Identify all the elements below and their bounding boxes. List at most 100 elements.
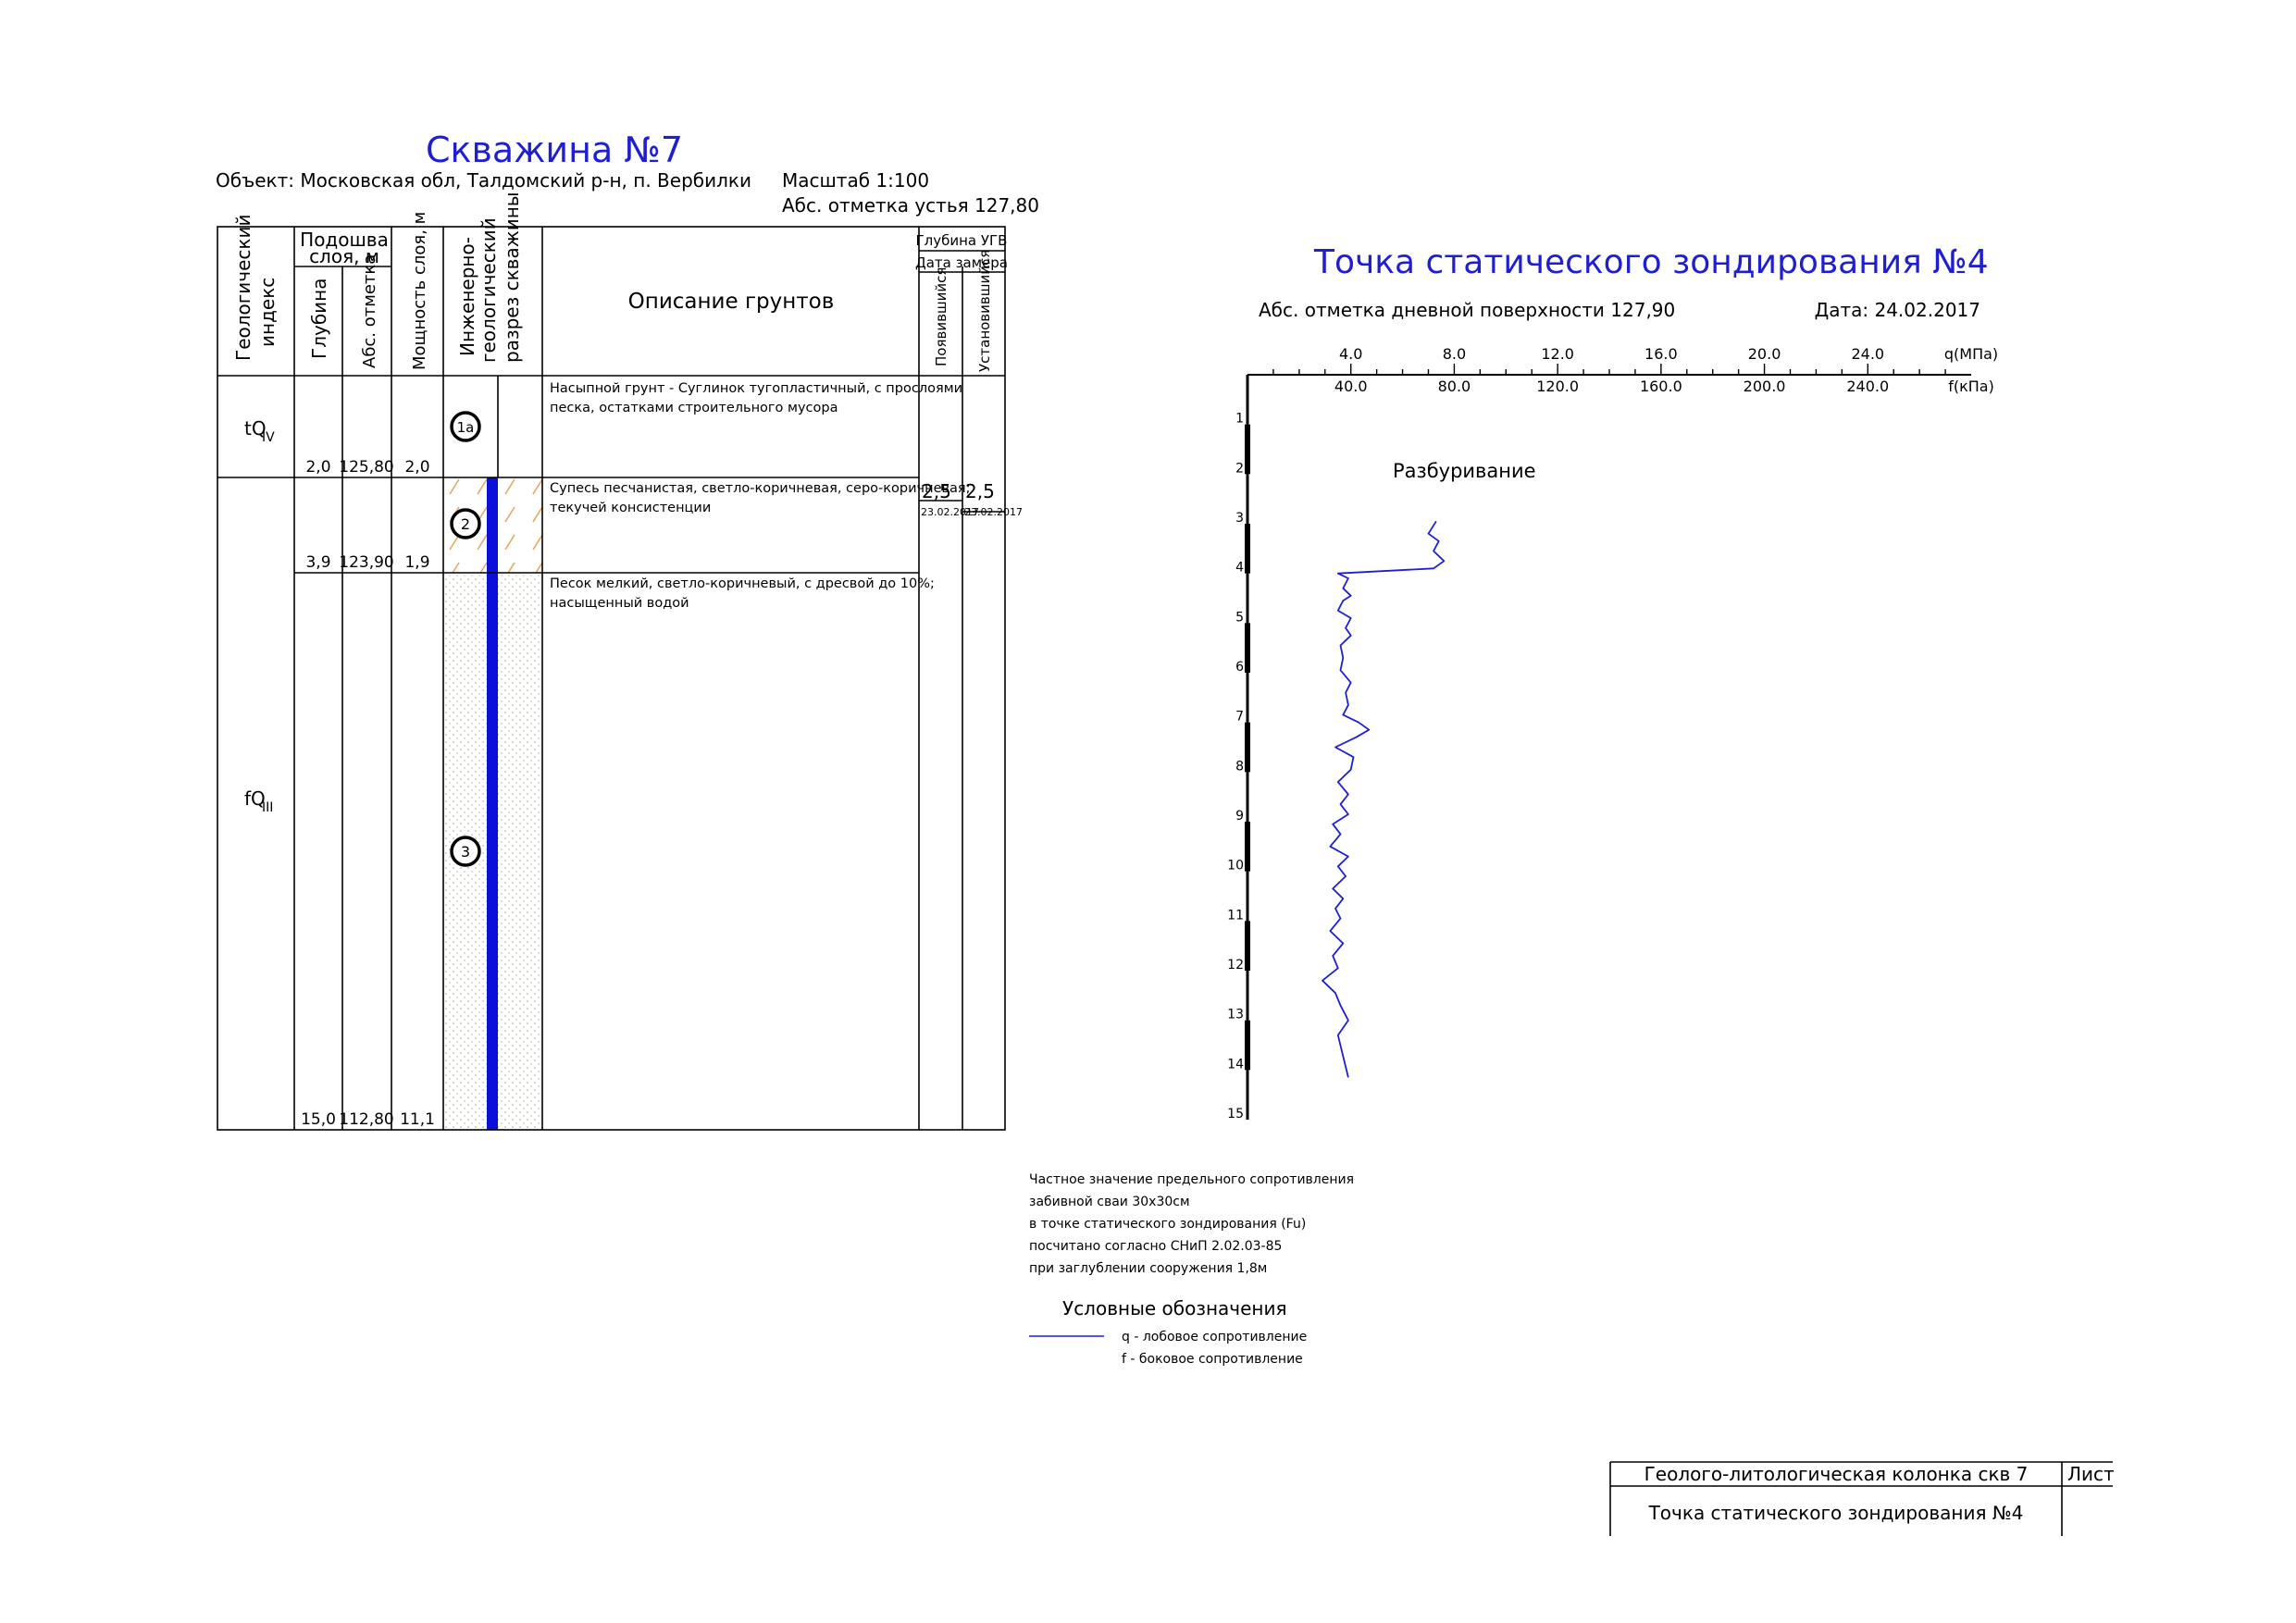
layer-1-desc-1: Насыпной грунт - Суглинок тугопластичный… <box>550 381 962 396</box>
gw-appeared-date: 23.02.2017 <box>921 506 979 518</box>
layer-2-desc-1: Супесь песчанистая, светло-коричневая, с… <box>550 481 971 496</box>
mouth-elevation: Абс. отметка устья 127,80 <box>782 194 1039 217</box>
depth-tick-label: 7 <box>1235 710 1244 725</box>
layer-3-depth: 15,0 <box>301 1110 336 1129</box>
layer-1-depth: 2,0 <box>305 458 330 477</box>
pile-note-5: при заглублении сооружения 1,8м <box>1029 1261 1267 1276</box>
depth-tick-label: 2 <box>1235 461 1244 476</box>
cpt-chart: Точка статического зондирования №4 Абс. … <box>1227 243 1998 1121</box>
layer-2-circle <box>450 508 481 539</box>
stamp-row2: Точка статического зондирования №4 <box>1648 1502 2024 1524</box>
layer-3-thickness: 11,1 <box>400 1110 435 1129</box>
drilling-label: Разбуривание <box>1393 460 1536 482</box>
casing-bar <box>487 477 498 1130</box>
y-axis-segment <box>1246 375 1249 425</box>
legend: Условные обозначения q - лобовое сопроти… <box>1029 1297 1307 1367</box>
legend-title: Условные обозначения <box>1062 1297 1287 1319</box>
q-tick-label: 20.0 <box>1748 345 1781 363</box>
q-tick-label: 12.0 <box>1541 345 1574 363</box>
f-tick-label: 240.0 <box>1846 378 1889 395</box>
layer-values: 2,0 125,80 2,0 3,9 123,90 1,9 15,0 112,8… <box>301 458 435 1129</box>
hdr-section-3: разрез скважины <box>501 192 523 363</box>
groundwater-values: 2,5 23.02.2017 2,5 23.02.2017 <box>921 480 1023 518</box>
y-axis-segment <box>1246 772 1249 822</box>
title-block: Геолого-литологическая колонка скв 7 Точ… <box>1609 1461 2115 1536</box>
depth-tick-label: 8 <box>1235 759 1244 774</box>
layer-1-abs: 125,80 <box>339 458 393 477</box>
hdr-gw-established: Установившийся <box>976 250 993 372</box>
pile-note: Частное значение предельного сопротивлен… <box>1029 1172 1354 1276</box>
pile-note-4: посчитано согласно СНиП 2.02.03-85 <box>1029 1239 1282 1254</box>
q-tick-label: 24.0 <box>1851 345 1884 363</box>
layer-3-desc-2: насыщенный водой <box>550 596 689 611</box>
cpt-date: Дата: 24.02.2017 <box>1815 299 1980 321</box>
y-axis-segment <box>1246 573 1249 624</box>
depth-tick-label: 4 <box>1235 561 1244 576</box>
depth-tick-label: 9 <box>1235 809 1244 824</box>
hdr-depth: Глубина <box>308 279 330 359</box>
layer-1-desc-2: песка, остатками строительного мусора <box>550 401 838 415</box>
y-axis-segment <box>1245 524 1250 574</box>
depth-tick-label: 15 <box>1227 1107 1244 1121</box>
depth-tick-label: 5 <box>1235 610 1244 625</box>
y-axis-segment <box>1245 1020 1250 1071</box>
hdr-section-2: геологический <box>478 217 500 363</box>
stamp-row1: Геолого-литологическая колонка скв 7 <box>1644 1463 2029 1485</box>
y-axis-segment <box>1246 871 1249 922</box>
layer-3-desc-1: Песок мелкий, светло-коричневый, с дресв… <box>550 576 935 591</box>
depth-tick-label: 10 <box>1227 859 1244 873</box>
f-tick-label: 160.0 <box>1640 378 1682 395</box>
depth-tick-label: 14 <box>1227 1057 1244 1072</box>
gw-established-depth: 2,5 <box>965 480 995 502</box>
legend-f-label: f - боковое сопротивление <box>1122 1352 1303 1367</box>
legend-q-label: q - лобовое сопротивление <box>1122 1330 1307 1344</box>
y-axis-segment <box>1246 673 1249 723</box>
depth-tick-label: 6 <box>1235 660 1244 675</box>
y-axis-segment <box>1246 474 1249 524</box>
y-axis-segment <box>1245 722 1250 773</box>
layer-2-thickness: 1,9 <box>404 553 429 572</box>
scale-label: Масштаб 1:100 <box>782 169 929 192</box>
layer-2-desc-2: текучей консистенции <box>550 501 711 515</box>
pile-note-1: Частное значение предельного сопротивлен… <box>1029 1172 1354 1187</box>
depth-tick-label: 13 <box>1227 1008 1244 1022</box>
depth-tick-label: 1 <box>1235 412 1244 427</box>
hdr-layer-base-2: слоя, м <box>309 245 379 267</box>
hdr-thickness: Мощность слоя, м <box>410 212 429 370</box>
log-table-grid <box>217 226 1006 1131</box>
y-axis-segment <box>1246 971 1249 1021</box>
layer-descriptions: Насыпной грунт - Суглинок тугопластичный… <box>550 381 971 611</box>
y-axis-segment <box>1245 822 1250 872</box>
strat-index-2-sub: III <box>262 800 273 815</box>
layer-2-depth: 3,9 <box>305 553 330 572</box>
strat-indices: tQ IV fQ III <box>244 417 275 815</box>
y-axis-segment <box>1246 1070 1249 1120</box>
f-tick-label: 200.0 <box>1744 378 1786 395</box>
strat-index-1-main: tQ <box>244 417 267 440</box>
pile-note-3: в точке статического зондирования (Fu) <box>1029 1217 1306 1232</box>
layer-3-circle <box>450 836 481 867</box>
hdr-description: Описание грунтов <box>628 290 835 314</box>
f-axis-label: f(кПа) <box>1948 378 1994 395</box>
hdr-gw-appeared: Появившийся <box>933 267 949 366</box>
depth-tick-label: 12 <box>1227 958 1244 973</box>
hdr-section-1: Инженерно- <box>456 237 478 356</box>
f-tick-label: 40.0 <box>1334 378 1368 395</box>
layer-1a-number: 1a <box>457 419 475 436</box>
layer-1-thickness: 2,0 <box>404 458 429 477</box>
pile-note-2: забивной сваи 30х30см <box>1029 1195 1190 1209</box>
q-tick-label: 16.0 <box>1644 345 1678 363</box>
depth-tick-label: 3 <box>1235 511 1244 526</box>
q-tick-label: 8.0 <box>1443 345 1466 363</box>
q-tick-label: 4.0 <box>1339 345 1362 363</box>
strat-index-1-sub: IV <box>262 430 275 445</box>
q-axis-label: q(МПа) <box>1944 345 1998 363</box>
layer-1a-circle <box>450 411 481 442</box>
depth-tick-label: 11 <box>1227 908 1244 923</box>
layer-2-number: 2 <box>461 515 470 533</box>
cpt-title: Точка статического зондирования №4 <box>1313 243 1989 281</box>
y-axis-segment <box>1245 424 1250 475</box>
hdr-layer-base-1: Подошва <box>300 229 389 251</box>
